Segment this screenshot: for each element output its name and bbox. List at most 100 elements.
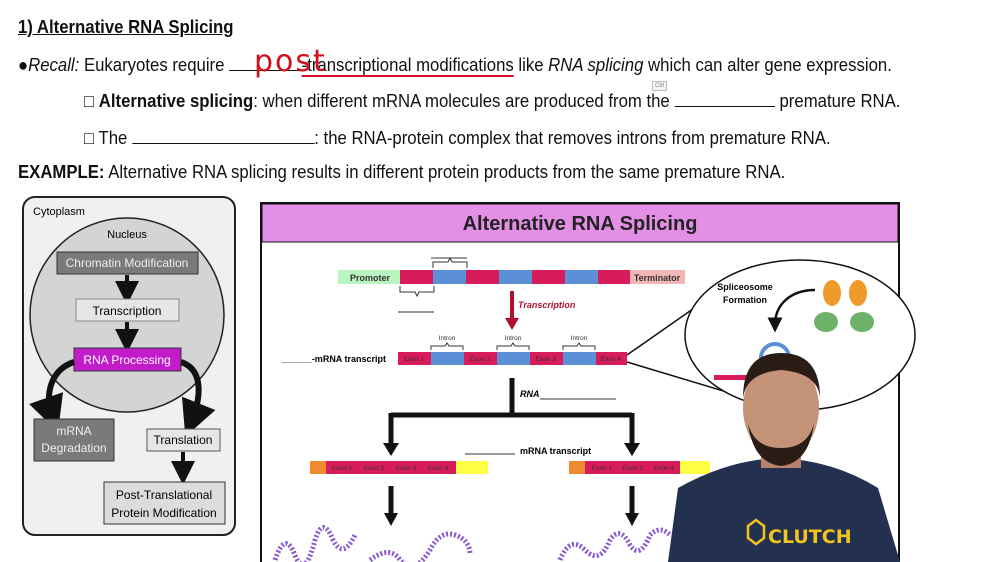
exon: [398, 352, 431, 365]
instructor-figure: CLUTCH: [668, 353, 900, 562]
promoter: [338, 270, 400, 284]
definition-text: premature RNA.: [774, 91, 901, 111]
cytoplasm-label: Cytoplasm: [33, 206, 85, 218]
degradation-label: Degradation: [41, 441, 106, 455]
rna-strand: [714, 375, 774, 380]
pre-mrna-label: ______-mRNA transcript: [281, 354, 386, 364]
translation-arrows: [388, 486, 635, 515]
exon-label: Exon 2: [470, 356, 491, 363]
bullet: ●: [18, 55, 29, 75]
snrnp-green: [814, 312, 838, 332]
mrna-label: mRNA transcript: [520, 446, 591, 456]
handwritten-answer: post: [254, 44, 327, 79]
gene-exon: [400, 270, 433, 284]
intron: [431, 352, 464, 365]
ctrl-badge: Ctrl: [652, 81, 668, 91]
cap: [569, 461, 585, 474]
gene-intron: [499, 270, 532, 284]
example-line: EXAMPLE: Alternative RNA splicing result…: [18, 162, 785, 183]
exon-label: Exon 4: [601, 356, 622, 363]
example-text: Alternative RNA splicing results in diff…: [104, 162, 786, 182]
exon-label: Exon 3: [396, 465, 417, 472]
protein-chain-left: [272, 525, 473, 562]
instructor-video: CLUTCH: [668, 348, 900, 562]
translation-arrow: [179, 359, 216, 437]
gene-exon: [466, 270, 499, 284]
snrnp-orange: [849, 280, 867, 306]
definition-text: : the RNA-protein complex that removes i…: [314, 128, 831, 148]
shirt-logo-text: CLUTCH: [768, 526, 852, 548]
exon-label: Exon 4: [654, 465, 675, 472]
nucleus-label: Nucleus: [107, 229, 147, 241]
snrnp-green: [850, 312, 874, 332]
intron: [497, 352, 530, 365]
gene-exon: [532, 270, 565, 284]
ptm-box: [103, 481, 226, 525]
chromatin-label: Chromatin Modification: [66, 256, 189, 270]
intron-label: Intron: [571, 335, 588, 342]
exon-label: Exon 4: [428, 465, 449, 472]
mrna-exons: [585, 461, 680, 474]
rna-processing-box: [73, 347, 182, 372]
definition-text: The: [94, 128, 132, 148]
hair: [743, 353, 820, 398]
diagram-title: Alternative RNA Splicing: [463, 213, 698, 235]
definition-text: : when different mRNA molecules are prod…: [253, 91, 670, 111]
recall-text: like: [513, 55, 549, 75]
rna-processing-label: RNA Processing: [83, 353, 170, 367]
splicing-branch: [388, 378, 635, 445]
snrnp-orange: [823, 280, 841, 306]
degradation-box: [33, 418, 115, 462]
exon-label: Exon 2: [623, 465, 644, 472]
spliceosome-label: Spliceosome: [717, 282, 773, 292]
rna-splicing-term: RNA splicing: [548, 55, 644, 75]
cap: [310, 461, 326, 474]
translation-box: [146, 428, 221, 452]
exon-label: Exon 2: [364, 465, 385, 472]
section-heading: 1) Alternative RNA Splicing: [18, 17, 234, 37]
transcription-label: Transcription: [518, 300, 576, 310]
recall-text: Eukaryotes require: [79, 55, 230, 75]
brace: [399, 286, 435, 298]
face: [743, 358, 819, 458]
checkbox-icon: □: [84, 128, 95, 148]
clutch-logo-icon: [746, 518, 766, 546]
formation-arrow: [767, 288, 816, 333]
translation-label: Translation: [154, 433, 213, 447]
protein-chain-right: [557, 527, 672, 561]
poly-a-tail: [456, 461, 488, 474]
exon-label: Exon 1: [592, 465, 613, 472]
gene-expression-flowchart: Cytoplasm Nucleus Chromatin Modification…: [22, 196, 236, 536]
example-label: EXAMPLE:: [18, 162, 105, 182]
spliceosome-definition: □ The : the RNA-protein complex that rem…: [84, 127, 831, 149]
transcription-box: [75, 298, 180, 322]
terminator-label: Terminator: [634, 273, 681, 283]
terminator: [630, 270, 685, 284]
beard: [748, 423, 814, 466]
gene-exon: [598, 270, 630, 284]
transcription-label: Transcription: [93, 304, 162, 318]
term: Alternative splicing: [98, 91, 254, 111]
ptm-label: Post-Translational: [116, 488, 212, 502]
fill-blank: [674, 90, 775, 107]
exon-label: Exon 1: [404, 356, 425, 363]
gene-intron: [565, 270, 598, 284]
spliceosome-label: Formation: [723, 295, 767, 305]
checkbox-icon: □: [84, 91, 95, 111]
diagram-header: [261, 203, 899, 243]
arrowhead: [505, 318, 519, 330]
fill-blank: [131, 127, 315, 144]
exon: [596, 352, 627, 365]
recall-line: ●Recall: Eukaryotes require -transcripti…: [18, 54, 892, 77]
alt-splicing-definition: □ Alternative splicing: when different m…: [84, 90, 900, 112]
rna-label: RNA: [520, 389, 540, 399]
chromatin-box: [56, 251, 199, 275]
degradation-arrow: [29, 359, 76, 432]
exon-label: Exon 1: [332, 465, 353, 472]
intron-label: Intron: [505, 335, 522, 342]
gene-intron: [433, 270, 466, 284]
degradation-label: mRNA: [56, 424, 91, 438]
shirt: [668, 458, 900, 562]
underlined-text: -transcriptional modifications: [301, 55, 514, 77]
mrna-exons: [326, 461, 456, 474]
